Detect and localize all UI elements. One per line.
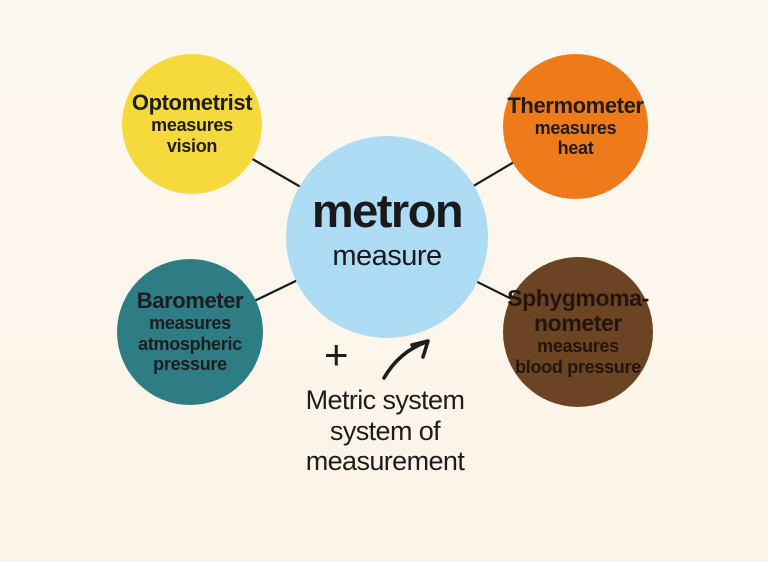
node-barometer: Barometer measures atmospheric pressure [117,259,263,405]
node-detail: blood pressure [515,356,641,377]
node-optometrist: Optometrist measures vision [122,54,262,194]
footnote-line: measurement [305,446,465,476]
node-detail: pressure [153,354,227,375]
root-word: metron [311,184,464,237]
footnote-metric-system: Metric system system of measurement [260,385,510,477]
plus-sign: + [324,331,349,378]
node-metron-center: metron measure [286,136,488,338]
node-title: Barometer [136,288,244,314]
node-title: nometer [534,310,622,337]
node-detail: measures [149,312,231,333]
node-title: Optometrist [131,90,253,116]
node-detail: vision [166,135,218,156]
footnote-line: system of [329,415,441,446]
node-detail: atmospheric [138,333,242,354]
node-title: Thermometer [507,92,644,118]
footnote-line: Metric system [305,385,465,415]
node-sphygmomanometer: Sphygmoma- nometer measures blood pressu… [503,257,653,407]
node-detail: heat [557,138,594,159]
node-thermometer: Thermometer measures heat [503,54,648,199]
root-word-meaning: measure [332,240,442,272]
curved-arrow-icon [382,339,430,380]
node-detail: measures [537,336,619,357]
node-detail: measures [534,117,617,138]
node-title: Sphygmoma- [507,285,649,312]
node-detail: measures [151,115,233,136]
